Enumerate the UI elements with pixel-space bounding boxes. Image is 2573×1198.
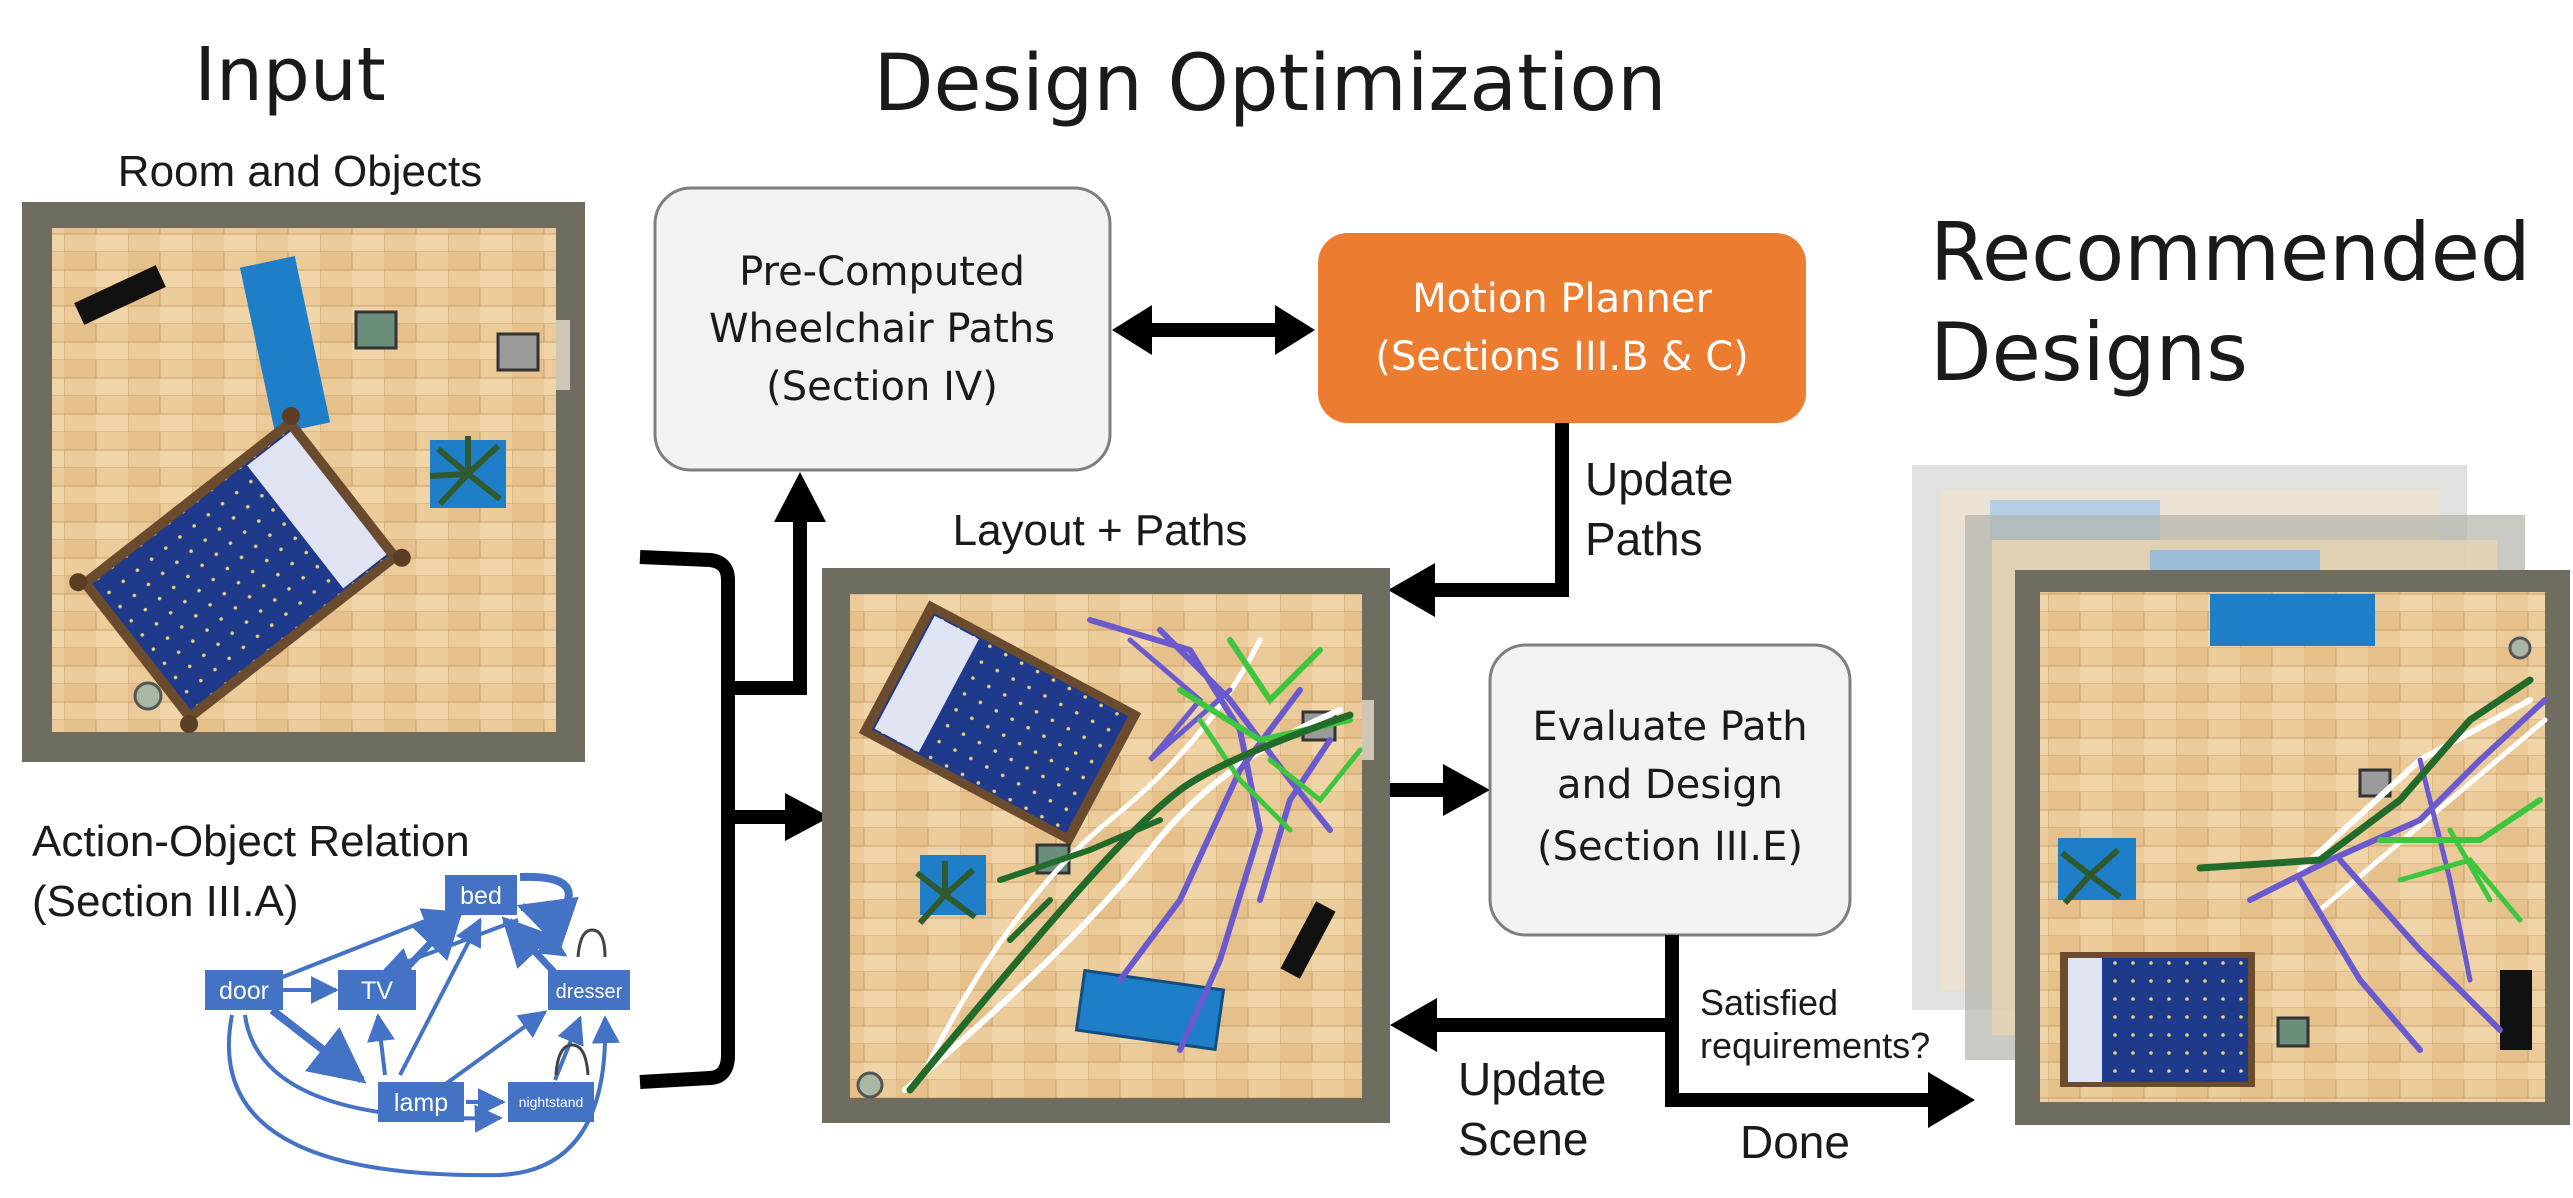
layout-paths-caption: Layout + Paths	[953, 506, 1248, 555]
evaluate-line2: and Design	[1557, 762, 1783, 808]
update-scene-label-line1: Update	[1458, 1053, 1606, 1105]
relation-title-line1: Action-Object Relation	[32, 817, 470, 866]
graph-node-nightstand: nightstand	[508, 1082, 594, 1122]
evaluate-output-arrows	[1390, 935, 1975, 1128]
evaluate-line1: Evaluate Path	[1532, 704, 1807, 750]
precomputed-paths-box: Pre-Computed Wheelchair Paths (Section I…	[653, 186, 1112, 472]
update-paths-arrow	[1388, 423, 1569, 617]
wheelchair-object	[354, 310, 540, 372]
satisfied-label-line2: requirements?	[1700, 1025, 1930, 1066]
evaluate-box: Evaluate Path and Design (Section III.E)	[1488, 643, 1852, 937]
graph-node-door: door	[205, 970, 283, 1010]
graph-node-tv-label: TV	[361, 977, 393, 1005]
arrow-to-precomputed	[774, 472, 826, 522]
bed-object	[69, 406, 411, 734]
graph-node-bed: bed	[445, 875, 517, 915]
precomputed-line3: (Section IV)	[766, 364, 998, 410]
design-optimization-heading: Design Optimization	[873, 39, 1666, 129]
evaluate-line3: (Section III.E)	[1537, 824, 1803, 870]
motion-planner-line1: Motion Planner	[1412, 276, 1712, 322]
update-scene-label-line2: Scene	[1458, 1113, 1588, 1165]
graph-node-nightstand-label: nightstand	[519, 1094, 584, 1110]
precomputed-line2: Wheelchair Paths	[709, 306, 1055, 352]
update-paths-label-line2: Paths	[1585, 513, 1703, 565]
motion-planner-line2: (Sections III.B & C)	[1375, 334, 1748, 380]
graph-node-door-label: door	[219, 977, 269, 1005]
recommended-heading-line2: Designs	[1930, 306, 2248, 399]
done-label: Done	[1740, 1116, 1850, 1168]
input-room-image	[22, 202, 585, 762]
recommended-designs-stack	[1912, 465, 2570, 1125]
graph-node-tv: TV	[338, 970, 416, 1010]
input-bracket	[639, 520, 807, 1089]
arrow-to-layout	[785, 793, 830, 841]
input-heading: Input	[194, 32, 386, 118]
graph-node-lamp: lamp	[378, 1082, 464, 1122]
arrow-to-evaluate	[1390, 764, 1490, 816]
bidirectional-arrow	[1112, 305, 1315, 355]
precomputed-line1: Pre-Computed	[739, 249, 1025, 295]
relation-title-line2: (Section III.A)	[32, 877, 299, 926]
relation-graph-edges	[226, 872, 620, 1178]
room-caption: Room and Objects	[118, 147, 482, 196]
satisfied-label-line1: Satisfied	[1700, 982, 1838, 1023]
graph-node-dresser: dresser	[548, 970, 630, 1010]
plant-nightstand-object	[429, 436, 506, 508]
graph-node-dresser-label: dresser	[556, 981, 623, 1003]
lamp-object	[133, 681, 163, 711]
graph-node-lamp-label: lamp	[394, 1089, 448, 1117]
graph-node-bed-label: bed	[460, 882, 502, 910]
dresser-object	[239, 256, 331, 434]
recommended-heading-line1: Recommended	[1930, 206, 2531, 299]
layout-room-image	[822, 568, 1390, 1123]
motion-planner-box: Motion Planner (Sections III.B & C)	[1318, 233, 1806, 423]
update-paths-label-line1: Update	[1585, 453, 1733, 505]
tv-object	[74, 265, 166, 325]
